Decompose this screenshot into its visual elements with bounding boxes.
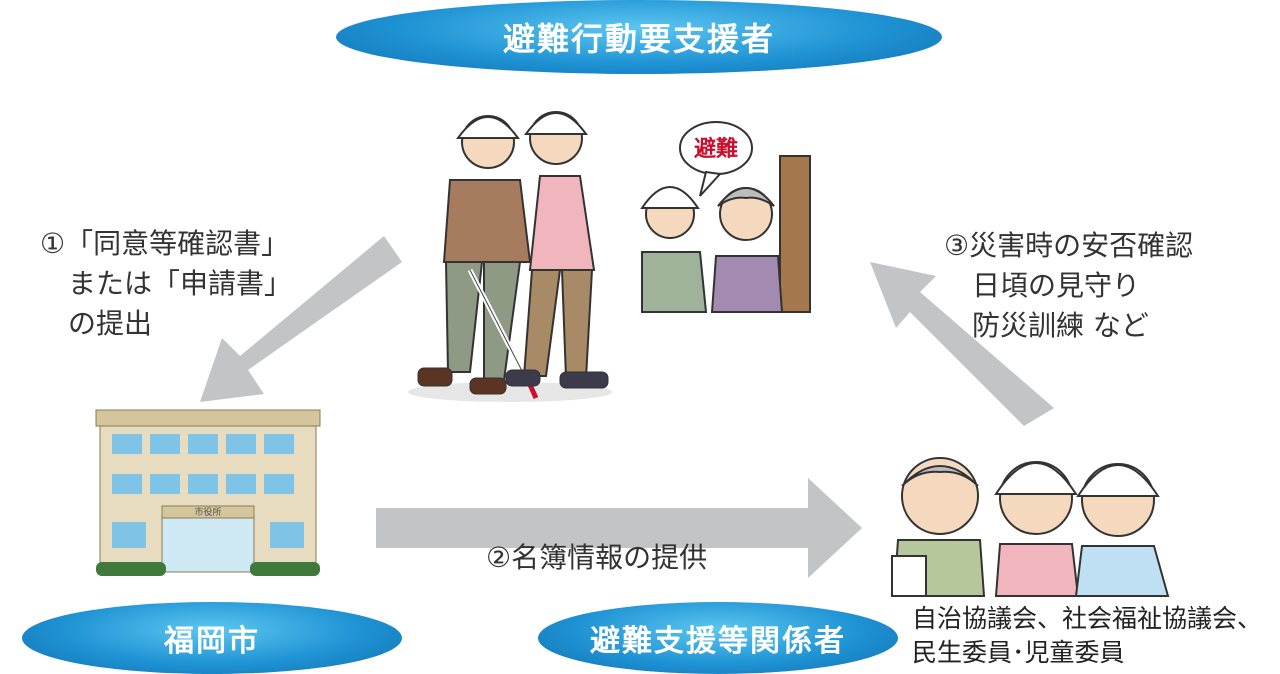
building-sign: 市役所 [194, 506, 221, 518]
supporters-label: 避難支援等関係者 [590, 624, 846, 659]
supporters-members: 自治協議会、社会福祉協議会、 民生委員･児童委員 [912, 602, 1262, 670]
supporters-illustration [891, 457, 1170, 597]
city-hall-building: 市役所 [95, 409, 321, 576]
door-visit-illustration [640, 121, 822, 313]
members-line1: 自治協議会、社会福祉協議会、 [912, 604, 1263, 633]
step2-label: ②名簿情報の提供 [486, 541, 708, 574]
arrow-step1 [200, 236, 402, 402]
city-label: 福岡市 [164, 624, 260, 659]
speech-bubble-text: 避難 [694, 136, 738, 162]
arrow-step2 [376, 478, 862, 578]
step3-label: ③災害時の安否確認 日頃の見守り 防災訓練 など [944, 229, 1194, 342]
city-pill: 福岡市 [22, 602, 402, 674]
evacuation-walk-illustration [408, 111, 612, 402]
header-evacuees-pill: 避難行動要支援者 [336, 0, 942, 74]
step1-label: ①「同意等確認書」 または「申請書」 の提出 [40, 227, 293, 340]
arrow-step3 [870, 262, 1054, 426]
members-line2: 民生委員･児童委員 [912, 638, 1125, 667]
header-title: 避難行動要支援者 [502, 20, 775, 58]
supporters-pill: 避難支援等関係者 [538, 602, 898, 674]
